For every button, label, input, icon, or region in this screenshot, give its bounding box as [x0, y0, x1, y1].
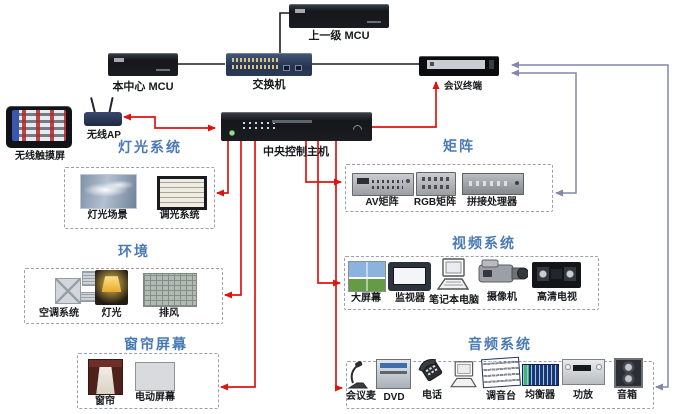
av-matrix-icon: [352, 173, 414, 196]
equalizer-icon: [522, 364, 559, 386]
curtain-label: 窗帘: [95, 396, 115, 407]
conference-mic-icon: [347, 361, 369, 389]
central-host-label: 中央控制主机: [263, 146, 329, 158]
audio-section-title: 音频系统: [468, 336, 532, 352]
control-links: [123, 81, 440, 392]
video-section-title: 视频系统: [452, 235, 516, 251]
laptop-label: 笔记本电脑: [429, 295, 479, 306]
wireless-touch-panel-icon: [6, 106, 72, 148]
environment-box: [24, 268, 223, 324]
telephone-label: 电话: [422, 390, 442, 401]
matrix-section-title: 矩阵: [443, 138, 475, 154]
lighting-scene-icon: [80, 174, 137, 209]
center-mcu-icon: [108, 53, 178, 76]
conference-mic-label: 会议麦: [346, 391, 376, 402]
lamp-icon: [95, 270, 128, 305]
rgb-matrix-label: RGB矩阵: [413, 197, 457, 208]
dvd-player-label: DVD: [383, 392, 405, 403]
conference-terminal-icon: [419, 56, 499, 76]
videowall-processor-icon: [462, 173, 524, 195]
mixing-console-icon: [481, 356, 521, 389]
curtain-section-title: 窗帘屏幕: [124, 336, 188, 352]
curtain-box: [77, 353, 219, 409]
rgb-matrix-icon: [416, 172, 456, 196]
speaker-icon: [614, 358, 643, 388]
monitor-label: 监视器: [395, 293, 425, 304]
switch-label: 交换机: [252, 79, 286, 91]
dvd-player-icon: [376, 359, 411, 389]
exhaust-fan-label: 排风: [159, 308, 179, 319]
conference-terminal-label: 会议终端: [443, 81, 482, 92]
curtain-icon: [88, 359, 123, 395]
mixing-console-label: 调音台: [486, 391, 516, 402]
environment-section-title: 环境: [118, 243, 150, 259]
upper-mcu-label: 上一级 MCU: [308, 30, 370, 42]
motorized-screen-icon: [135, 362, 175, 391]
center-mcu-label: 本中心 MCU: [112, 81, 174, 93]
exhaust-fan-icon: [143, 273, 197, 307]
hdtv-label: 高清电视: [537, 292, 577, 303]
video-wall-label: 大屏幕: [351, 293, 381, 304]
power-amplifier-label: 功放: [573, 390, 593, 401]
network-switch-icon: [226, 53, 312, 76]
monitor-icon: [388, 262, 431, 291]
power-amplifier-icon: [562, 359, 605, 385]
av-matrix-label: AV矩阵: [365, 197, 399, 208]
wireless-ap-icon: [84, 112, 122, 126]
speaker-label: 音箱: [617, 390, 637, 401]
lighting-section-title: 灯光系统: [118, 139, 182, 155]
video-wall-icon: [348, 261, 386, 292]
dimmer-label: 调光系统: [159, 210, 200, 221]
laptop-icon: [449, 361, 477, 388]
upper-mcu-icon: [289, 4, 389, 28]
camcorder-label: 摄像机: [487, 292, 517, 303]
camcorder-icon: [478, 259, 528, 283]
laptop-icon: [436, 258, 470, 290]
dimmer-panel-icon: [157, 176, 207, 210]
lamp-label: 灯光: [101, 308, 122, 319]
signal-links: [511, 61, 669, 391]
wireless-ap-label: 无线AP: [87, 130, 121, 141]
telephone-icon: [418, 358, 443, 382]
air-conditioner-label: 空调系统: [39, 308, 79, 319]
central-host-icon: [221, 112, 372, 141]
network-links: [178, 12, 419, 65]
motorized-screen-label: 电动屏幕: [135, 392, 175, 403]
equalizer-label: 均衡器: [525, 390, 555, 401]
lighting-box: [64, 167, 215, 229]
lighting-scene-label: 灯光场景: [87, 210, 128, 221]
videowall-processor-label: 拼接处理器: [467, 197, 517, 208]
hdtv-icon: [532, 262, 581, 288]
touch-screen-label: 无线触摸屏: [15, 151, 65, 162]
